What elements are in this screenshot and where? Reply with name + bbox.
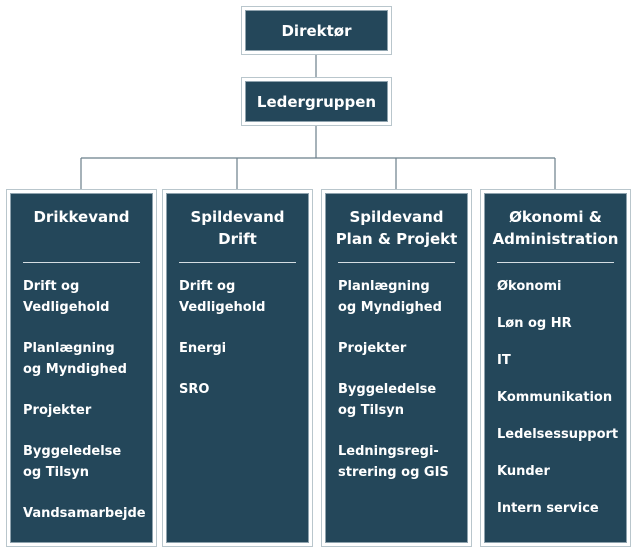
department-unit-list: Økonomi Løn og HR IT Kommunikation Ledel… — [497, 276, 620, 535]
department-unit-list: Drift og Vedligehold Energi SRO — [179, 276, 302, 420]
department-drinking-water: Drikkevand Drift og Vedligehold Planlægn… — [10, 193, 153, 543]
department-unit: Planlægning og Myndighed — [23, 341, 127, 377]
department-divider — [179, 262, 296, 263]
department-unit: Vandsamarbejde — [23, 506, 146, 521]
department-wastewater-operations: Spildevand Drift Drift og Vedligehold En… — [166, 193, 309, 543]
department-unit-list: Drift og Vedligehold Planlægning og Mynd… — [23, 276, 146, 544]
director-box: Direktør — [245, 10, 388, 51]
department-unit: Ledelsessupport — [497, 427, 619, 442]
department-unit: Projekter — [338, 341, 407, 356]
department-unit: Drift og Vedligehold — [23, 279, 110, 315]
department-unit: Kunder — [497, 464, 550, 479]
department-title: Økonomi & Administration — [492, 208, 619, 248]
department-unit: Ledningsregi- strering og GIS — [338, 444, 449, 480]
department-title: Spildevand Plan & Projekt — [335, 208, 458, 248]
leadership-group-label: Ledergruppen — [256, 92, 377, 111]
department-divider — [497, 262, 614, 263]
director-label: Direktør — [281, 21, 352, 40]
department-unit: IT — [497, 353, 511, 368]
department-finance-administration: Økonomi & Administration Økonomi Løn og … — [484, 193, 627, 543]
department-unit: Økonomi — [497, 279, 562, 294]
department-unit: Planlægning og Myndighed — [338, 279, 442, 315]
department-unit: Projekter — [23, 403, 92, 418]
department-title: Drikkevand — [33, 208, 130, 226]
department-title: Spildevand Drift — [190, 208, 285, 248]
department-unit: Byggeledelse og Tilsyn — [23, 444, 122, 480]
department-divider — [23, 262, 140, 263]
department-unit: Kommunikation — [497, 390, 613, 405]
department-unit: Drift og Vedligehold — [179, 279, 266, 315]
department-wastewater-planning-projects: Spildevand Plan & Projekt Planlægning og… — [325, 193, 468, 543]
department-unit: SRO — [179, 382, 210, 397]
department-unit: Intern service — [497, 501, 599, 516]
department-unit: Byggeledelse og Tilsyn — [338, 382, 437, 418]
leadership-group-box: Ledergruppen — [245, 81, 388, 122]
department-unit-list: Planlægning og Myndighed Projekter Bygge… — [338, 276, 461, 503]
department-divider — [338, 262, 455, 263]
department-unit: Energi — [179, 341, 227, 356]
department-unit: Løn og HR — [497, 316, 572, 331]
